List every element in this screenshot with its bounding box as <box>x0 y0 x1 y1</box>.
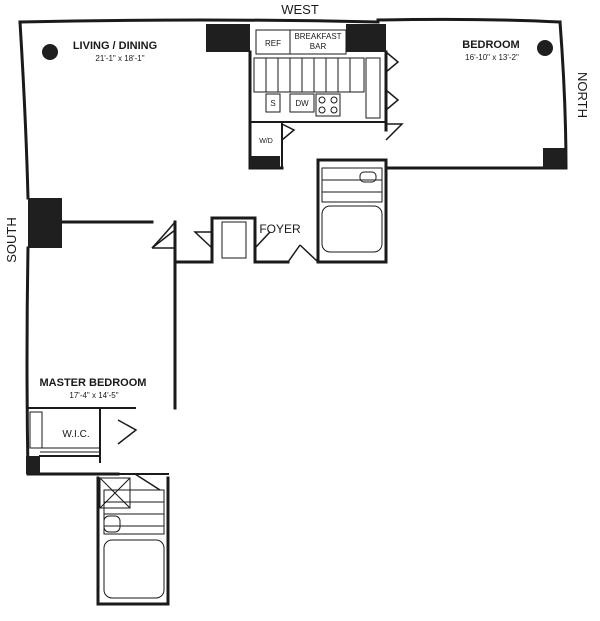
sink-label: S <box>270 99 275 108</box>
pantry-shelves <box>365 57 381 119</box>
vanity <box>321 167 383 203</box>
south-window-wall <box>18 20 30 200</box>
window-marker <box>537 40 553 56</box>
bathtub <box>321 205 383 253</box>
door-swing <box>151 221 176 249</box>
powder-room <box>221 221 247 259</box>
door-swing <box>287 244 319 263</box>
bathroom-fixtures <box>29 167 383 599</box>
master-bedroom-dims: 17'-4" x 14'-5" <box>69 391 118 400</box>
compass-north: NORTH <box>575 72 590 118</box>
column <box>206 24 250 52</box>
washer-dryer-label: W/D <box>259 138 273 145</box>
door-swing <box>254 231 271 249</box>
compass-south: SOUTH <box>4 217 19 263</box>
compass-west: WEST <box>281 2 319 17</box>
toilet <box>359 171 377 183</box>
structural-columns <box>26 24 566 474</box>
column <box>346 24 386 52</box>
foyer-label: FOYER <box>259 222 301 236</box>
bedroom-name: BEDROOM <box>462 39 519 51</box>
window-markers <box>42 40 553 60</box>
master-bathtub <box>103 539 165 599</box>
master-vanity <box>103 489 165 535</box>
breakfast-bar <box>289 29 347 55</box>
bedroom-dims: 16'-10" x 13'-2" <box>465 53 519 62</box>
sink <box>265 93 281 113</box>
living-room-name: LIVING / DINING <box>73 40 157 52</box>
master-toilet <box>103 515 121 533</box>
doors <box>117 51 404 491</box>
door-swing <box>385 123 404 141</box>
exterior-walls <box>18 17 568 606</box>
door-swing <box>385 89 400 111</box>
west-window-wall <box>18 18 380 24</box>
window-marker <box>42 44 58 60</box>
column <box>26 456 40 474</box>
shower <box>99 477 131 509</box>
column <box>28 198 62 248</box>
walk-in-closet-label: W.I.C. <box>62 429 89 440</box>
cooktop <box>315 93 341 117</box>
column <box>543 148 566 168</box>
dishwasher <box>289 93 315 113</box>
column <box>250 156 280 168</box>
living-room-dims: 21'-1" x 18'-1" <box>95 54 144 63</box>
linen-closet <box>29 411 43 449</box>
door-swing <box>134 473 161 491</box>
kitchen-counter <box>253 57 365 93</box>
kitchen-fixtures <box>253 29 381 119</box>
door-swing <box>151 229 176 249</box>
dishwasher-label: DW <box>295 99 309 108</box>
north-window-wall <box>558 20 568 170</box>
door-swing <box>385 51 400 73</box>
breakfast-bar-label-2: BAR <box>310 42 327 51</box>
door-swing <box>193 231 213 249</box>
ref-label: REF <box>265 39 281 48</box>
breakfast-bar-label-1: BREAKFAST <box>294 32 341 41</box>
door-swing <box>117 419 138 445</box>
master-bedroom-name: MASTER BEDROOM <box>40 377 147 389</box>
door-swing <box>281 123 296 141</box>
